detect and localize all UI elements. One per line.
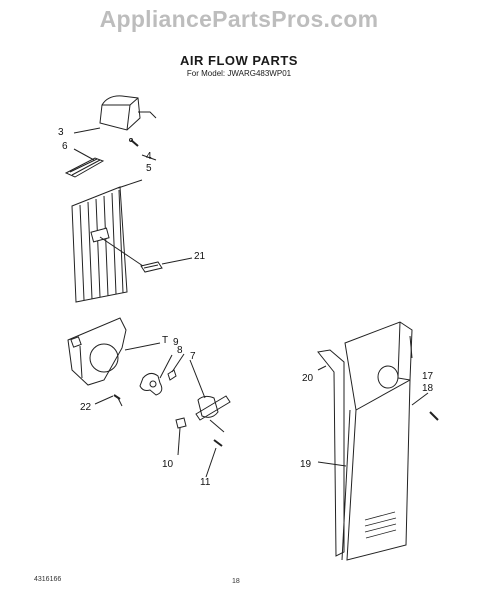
- callout-8: 8: [177, 345, 183, 356]
- callout-4: 4: [146, 151, 152, 162]
- part-6-grille: [64, 157, 105, 178]
- site-watermark: AppliancePartsPros.com: [99, 6, 379, 32]
- callout-22: 22: [80, 402, 92, 413]
- part-3-duct-cover: [99, 95, 157, 131]
- callout-6: 6: [62, 141, 68, 152]
- callout-9: 9: [173, 337, 179, 348]
- callout-3: 3: [58, 127, 64, 138]
- part-17-rear-panel: [341, 321, 413, 561]
- callout-t: T: [162, 335, 169, 346]
- diagram-title: AIR FLOW PARTS: [180, 53, 298, 68]
- part-22-screw: [94, 394, 121, 405]
- part-5-evaporator-cover: [71, 186, 128, 303]
- callout-18: 18: [422, 383, 434, 394]
- part-21-clip: [140, 261, 163, 273]
- callout-11: 11: [200, 477, 211, 488]
- callout-17: 17: [422, 371, 434, 382]
- callout-7: 7: [190, 351, 196, 362]
- doc-number: 4316166: [34, 576, 62, 583]
- part-18-screw: [429, 411, 439, 421]
- model-subtitle: For Model: JWARG483WP01: [186, 69, 292, 78]
- callout-21: 21: [194, 251, 206, 262]
- callout-19: 19: [300, 459, 312, 470]
- part-9-fan-blade: [139, 372, 163, 396]
- callout-20: 20: [302, 373, 314, 384]
- callout-5: 5: [146, 163, 152, 174]
- part-10-grommet: [175, 417, 187, 456]
- part-7-fan-motor: [195, 395, 231, 433]
- part-11-screw: [205, 439, 223, 478]
- fan-shroud: [67, 317, 127, 386]
- callout-10: 10: [162, 459, 174, 470]
- part-4-screw: [129, 138, 139, 147]
- page-number: 18: [232, 578, 240, 585]
- part-20-side-strip: [317, 349, 345, 557]
